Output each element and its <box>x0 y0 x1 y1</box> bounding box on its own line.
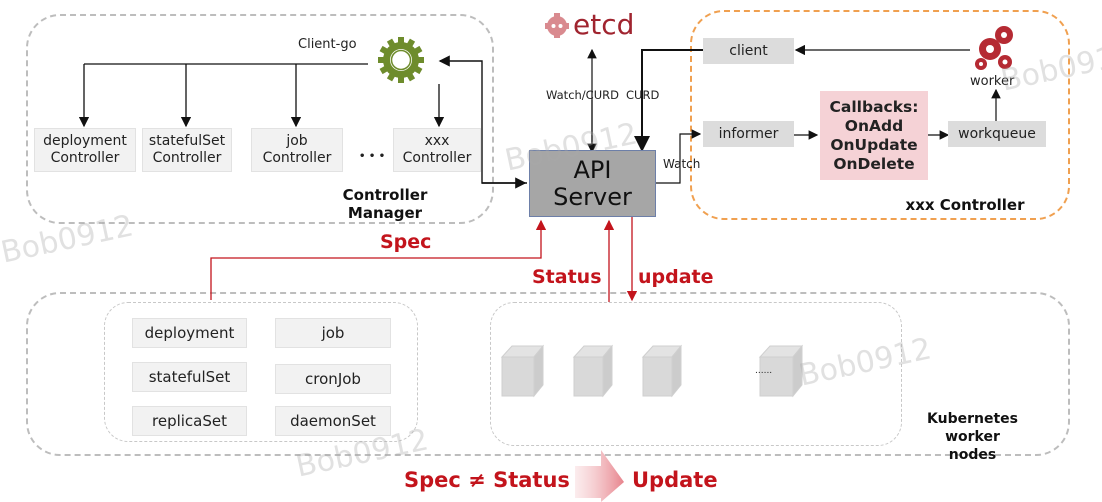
worker-nodes-inner-region <box>490 302 902 446</box>
controllers-ellipsis: • • • <box>359 151 386 162</box>
worker-label: worker <box>970 74 1015 89</box>
spec-status-update-arrow <box>575 450 624 502</box>
spec-not-equal-status-label: Spec ≠ Status <box>404 468 570 492</box>
workqueue-box: workqueue <box>948 121 1046 147</box>
callbacks-box: Callbacks: OnAdd OnUpdate OnDelete <box>820 91 928 180</box>
worker-gears-icon <box>972 22 1022 74</box>
spec-flow-line <box>210 219 547 300</box>
resource-job: job <box>275 318 391 348</box>
etcd-label: etcd <box>573 8 635 41</box>
resource-deployment: deployment <box>132 318 247 348</box>
resource-cronjob: cronJob <box>275 364 391 394</box>
resources-region <box>104 302 418 442</box>
spec-label: Spec <box>380 231 432 253</box>
controller-manager-title: Controller Manager <box>342 186 428 222</box>
worker-nodes-title: Kubernetes worker nodes <box>927 411 1018 463</box>
update-label: update <box>638 266 714 288</box>
api-server-box: API Server <box>529 150 656 217</box>
xxx-controller-title: xxx Controller <box>905 196 1025 214</box>
resource-replicaset: replicaSet <box>132 406 247 436</box>
client-go-gear-icon <box>376 35 426 85</box>
resource-daemonset: daemonSet <box>275 406 391 436</box>
cluster-region <box>26 292 1070 456</box>
informer-box: informer <box>703 121 794 147</box>
status-label: Status <box>532 266 602 288</box>
etcd-icon <box>545 13 569 38</box>
client-go-label: Client-go <box>298 37 357 52</box>
update-result-label: Update <box>632 468 718 492</box>
client-box: client <box>703 38 794 64</box>
etcd-logo: etcd <box>544 10 634 40</box>
watch-curd-label: Watch/CURD <box>546 88 619 102</box>
nodes-ellipsis: ...... <box>755 366 773 376</box>
curd-label: CURD <box>626 88 660 102</box>
resource-statefulset: statefulSet <box>132 362 247 392</box>
watch-label: Watch <box>663 157 701 171</box>
